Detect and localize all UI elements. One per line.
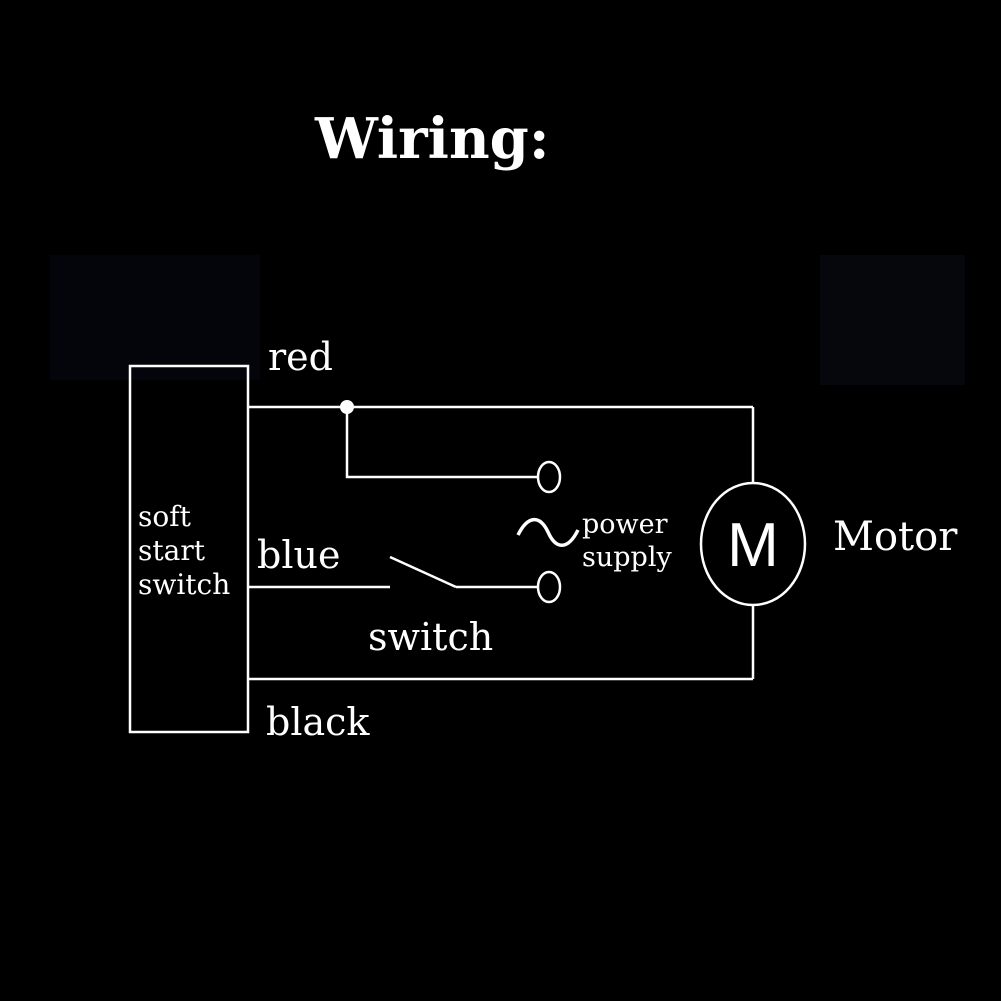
page-title: Wiring:: [314, 106, 550, 172]
motor-label: Motor: [833, 514, 958, 560]
ac-tilde-icon: [516, 517, 580, 547]
blue-wire-label: blue: [257, 533, 340, 577]
background-patch-left: [50, 255, 260, 380]
motor-symbol-letter: M: [727, 511, 779, 580]
motor-icon: [699, 481, 807, 607]
red-wire-label: red: [268, 335, 333, 379]
soft-start-label-line-3: switch: [138, 568, 230, 601]
soft-start-switch-box: [128, 364, 250, 734]
switch-lever: [389, 555, 457, 589]
soft-start-label-line-1: soft: [138, 500, 192, 533]
background-patch-right: [820, 255, 965, 385]
power-supply-label-line-1: power: [582, 509, 668, 540]
power-supply-lower-terminal: [536, 570, 562, 604]
power-supply-label-line-2: supply: [582, 542, 672, 573]
soft-start-label-line-2: start: [138, 534, 206, 567]
power-supply-upper-terminal: [536, 460, 562, 494]
black-wire-label: black: [266, 700, 370, 744]
power-supply-upper-lead: [345, 407, 538, 479]
switch-label: switch: [368, 615, 493, 659]
